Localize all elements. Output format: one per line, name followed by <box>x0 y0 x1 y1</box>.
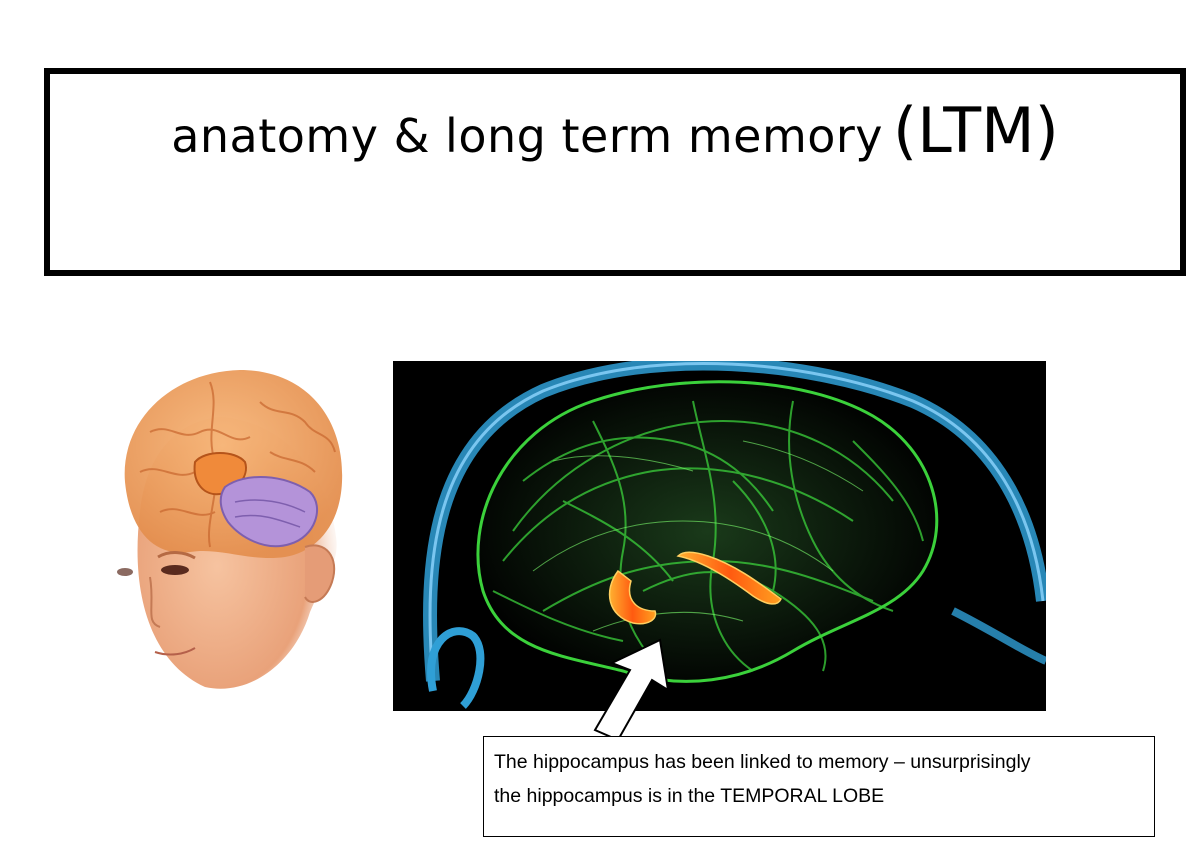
title-box: anatomy & long term memory(LTM) <box>44 68 1186 276</box>
caption-line-2: the hippocampus is in the TEMPORAL LOBE <box>494 785 885 807</box>
head-brain-illustration <box>117 370 343 689</box>
ear-outline <box>427 627 485 709</box>
hippocampus-right <box>676 551 782 605</box>
brain-scan-image <box>393 361 1046 711</box>
caption-line-1: The hippocampus has been linked to memor… <box>494 751 1031 773</box>
hippocampus-left <box>608 569 657 625</box>
title-main-text: anatomy & long term memory <box>171 109 884 163</box>
pointer-arrow <box>593 638 670 742</box>
eye-left <box>161 565 189 575</box>
title-abbreviation: (LTM) <box>893 94 1059 167</box>
caption-box: The hippocampus has been linked to memor… <box>483 736 1155 837</box>
cerebellum <box>219 476 319 548</box>
page-title: anatomy & long term memory(LTM) <box>50 94 1180 167</box>
eye-right <box>117 568 133 576</box>
ear <box>304 544 336 603</box>
brain-scan-panel <box>393 361 1046 711</box>
